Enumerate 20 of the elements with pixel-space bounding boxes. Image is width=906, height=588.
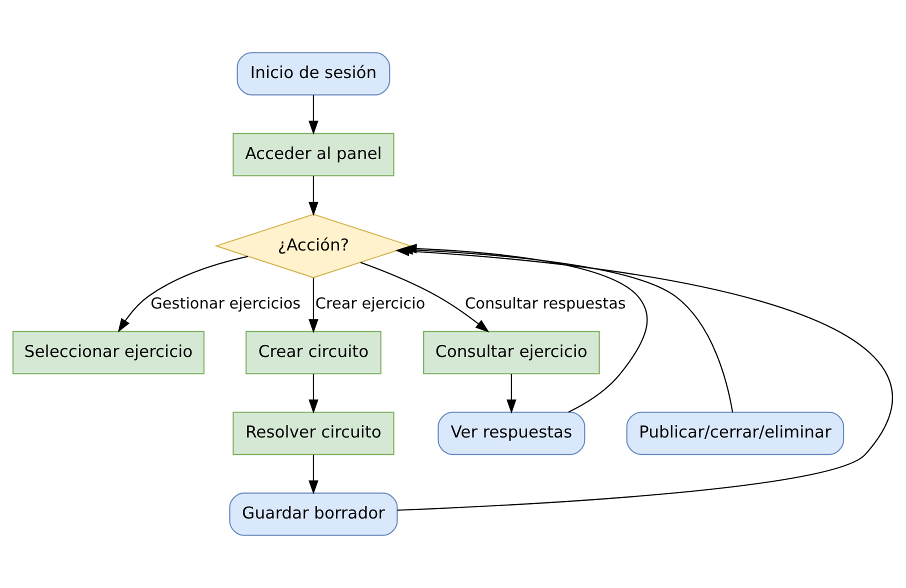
arrow	[308, 176, 318, 216]
node-box: Guardar borrador	[229, 492, 398, 536]
arrow	[308, 374, 318, 414]
arrow	[506, 374, 516, 414]
edge-label: Consultar respuestas	[465, 294, 626, 313]
node-box: Acceder al panel	[232, 132, 394, 176]
node-box: Publicar/cerrar/eliminar	[626, 412, 844, 456]
node-box: Resolver circuito	[232, 412, 394, 456]
arrow	[360, 262, 490, 332]
arrow	[308, 95, 318, 135]
arrow	[308, 454, 318, 494]
node-box: Ver respuestas	[438, 412, 586, 456]
arrow	[118, 256, 248, 332]
edge-label: Crear ejercicio	[315, 294, 426, 313]
node-box: Seleccionar ejercicio	[12, 330, 205, 374]
node-box: Consultar ejercicio	[423, 330, 600, 374]
node-box: Crear circuito	[246, 330, 382, 374]
node-box: Inicio de sesión	[236, 52, 390, 96]
arrow	[308, 278, 318, 334]
edge-label: Gestionar ejercicios	[150, 294, 301, 313]
